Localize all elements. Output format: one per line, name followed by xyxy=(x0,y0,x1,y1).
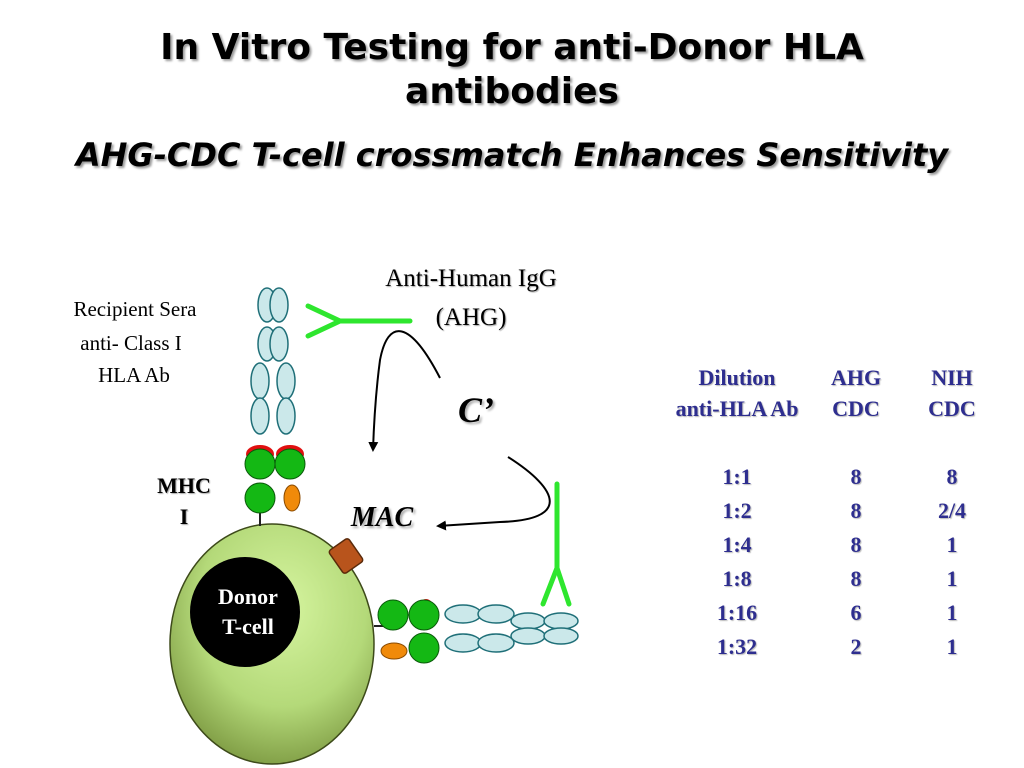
title-line-1: In Vitro Testing for anti-Donor HLA xyxy=(160,27,864,68)
cell-ahg: 2 xyxy=(850,634,862,659)
title-line-2: antibodies xyxy=(405,71,619,112)
table-row: 1:1 8 8 xyxy=(648,460,1018,494)
crossmatch-dilution-table: Dilution AHG NIH anti-HLA Ab CDC CDC 1:1… xyxy=(648,362,1018,664)
recipient-sera-label-1: Recipient Sera xyxy=(73,297,197,321)
header-nih: NIH xyxy=(931,365,973,390)
table-spacer xyxy=(648,424,1018,460)
beta2-microglobulin xyxy=(380,642,408,660)
antibody-domain xyxy=(250,362,270,400)
ahg-arm xyxy=(305,303,343,324)
antibody-domain xyxy=(510,627,546,645)
table-header-row-1: Dilution AHG NIH xyxy=(648,362,1018,393)
cell-dilution: 1:32 xyxy=(716,634,758,659)
cell-nih: 1 xyxy=(946,532,958,557)
complement-label: C’ xyxy=(458,390,494,430)
cell-nih: 1 xyxy=(946,600,958,625)
complement-activation-arrow xyxy=(368,330,441,452)
antibody-domain xyxy=(276,362,296,400)
mhc-label-line-2: I xyxy=(180,504,189,529)
recipient-sera-label-2: anti- Class I xyxy=(80,331,181,355)
cell-ahg: 8 xyxy=(850,464,862,489)
antibody-domain xyxy=(477,604,515,624)
mac-channel xyxy=(328,538,364,574)
mac-pore xyxy=(328,538,364,574)
donor-t-cell: Donor T-cell xyxy=(169,523,375,765)
table-row: 1:8 8 1 xyxy=(648,562,1018,596)
horizontal-antibody-complex xyxy=(374,599,579,664)
antibody-domain xyxy=(543,612,579,630)
antibody-domain xyxy=(269,287,289,323)
cell-label-line-2: T-cell xyxy=(222,614,274,639)
cell-dilution: 1:1 xyxy=(722,464,752,489)
slide-subtitle: AHG-CDC T-cell crossmatch Enhances Sensi… xyxy=(75,136,949,174)
table-header-row-2: anti-HLA Ab CDC CDC xyxy=(648,393,1018,424)
cell-dilution: 1:2 xyxy=(722,498,752,523)
mhc-label-line-1: MHC xyxy=(157,473,211,498)
header-nih-sub: CDC xyxy=(928,396,976,421)
cell-ahg: 8 xyxy=(850,566,862,591)
ahg-label-line-2: (AHG) xyxy=(436,304,507,331)
cell-dilution: 1:4 xyxy=(722,532,752,557)
vertical-antibody-complex xyxy=(244,287,306,526)
antibody-domain xyxy=(510,612,546,630)
header-dilution: Dilution xyxy=(698,365,776,390)
antibody-domain xyxy=(276,397,296,435)
mhc-domain xyxy=(408,632,440,664)
beta2-microglobulin xyxy=(283,484,301,512)
cell-ahg: 6 xyxy=(850,600,862,625)
antibody-domain xyxy=(477,633,515,653)
mac-label: MAC xyxy=(350,502,414,533)
cell-nucleus xyxy=(190,557,300,667)
cell-dilution: 1:16 xyxy=(716,600,758,625)
mhc-domain xyxy=(377,599,409,631)
antibody-domain xyxy=(444,633,482,653)
table-row: 1:16 6 1 xyxy=(648,596,1018,630)
cell-ahg: 8 xyxy=(850,532,862,557)
mhc-domain xyxy=(244,482,276,514)
mhc-domain xyxy=(274,448,306,480)
header-ahg-sub: CDC xyxy=(832,396,880,421)
cell-dilution: 1:8 xyxy=(722,566,752,591)
antibody-domain xyxy=(543,627,579,645)
ahg-antibody-bottom xyxy=(540,481,572,607)
ahg-arm xyxy=(540,565,560,607)
ahg-arm xyxy=(554,565,572,607)
cell-ahg: 8 xyxy=(850,498,862,523)
table-row: 1:32 2 1 xyxy=(648,630,1018,664)
cell-nih: 1 xyxy=(946,634,958,659)
antibody-domain xyxy=(250,397,270,435)
header-ahg: AHG xyxy=(830,365,882,390)
cell-label-line-1: Donor xyxy=(218,584,278,609)
antibody-domain xyxy=(444,604,482,624)
mhc-domain xyxy=(408,599,440,631)
cell-nih: 1 xyxy=(946,566,958,591)
table-row: 1:4 8 1 xyxy=(648,528,1018,562)
recipient-sera-label-3: HLA Ab xyxy=(98,363,170,387)
header-dilution-sub: anti-HLA Ab xyxy=(675,396,799,421)
cell-nih: 8 xyxy=(946,464,958,489)
mhc-domain xyxy=(244,448,276,480)
ahg-arm xyxy=(305,318,343,339)
ahg-label-line-1: Anti-Human IgG xyxy=(385,265,557,292)
ahg-antibody-top xyxy=(305,303,413,339)
table-row: 1:2 8 2/4 xyxy=(648,494,1018,528)
antibody-domain xyxy=(269,326,289,362)
cell-nih: 2/4 xyxy=(937,498,967,523)
mac-formation-arrow xyxy=(436,456,551,531)
